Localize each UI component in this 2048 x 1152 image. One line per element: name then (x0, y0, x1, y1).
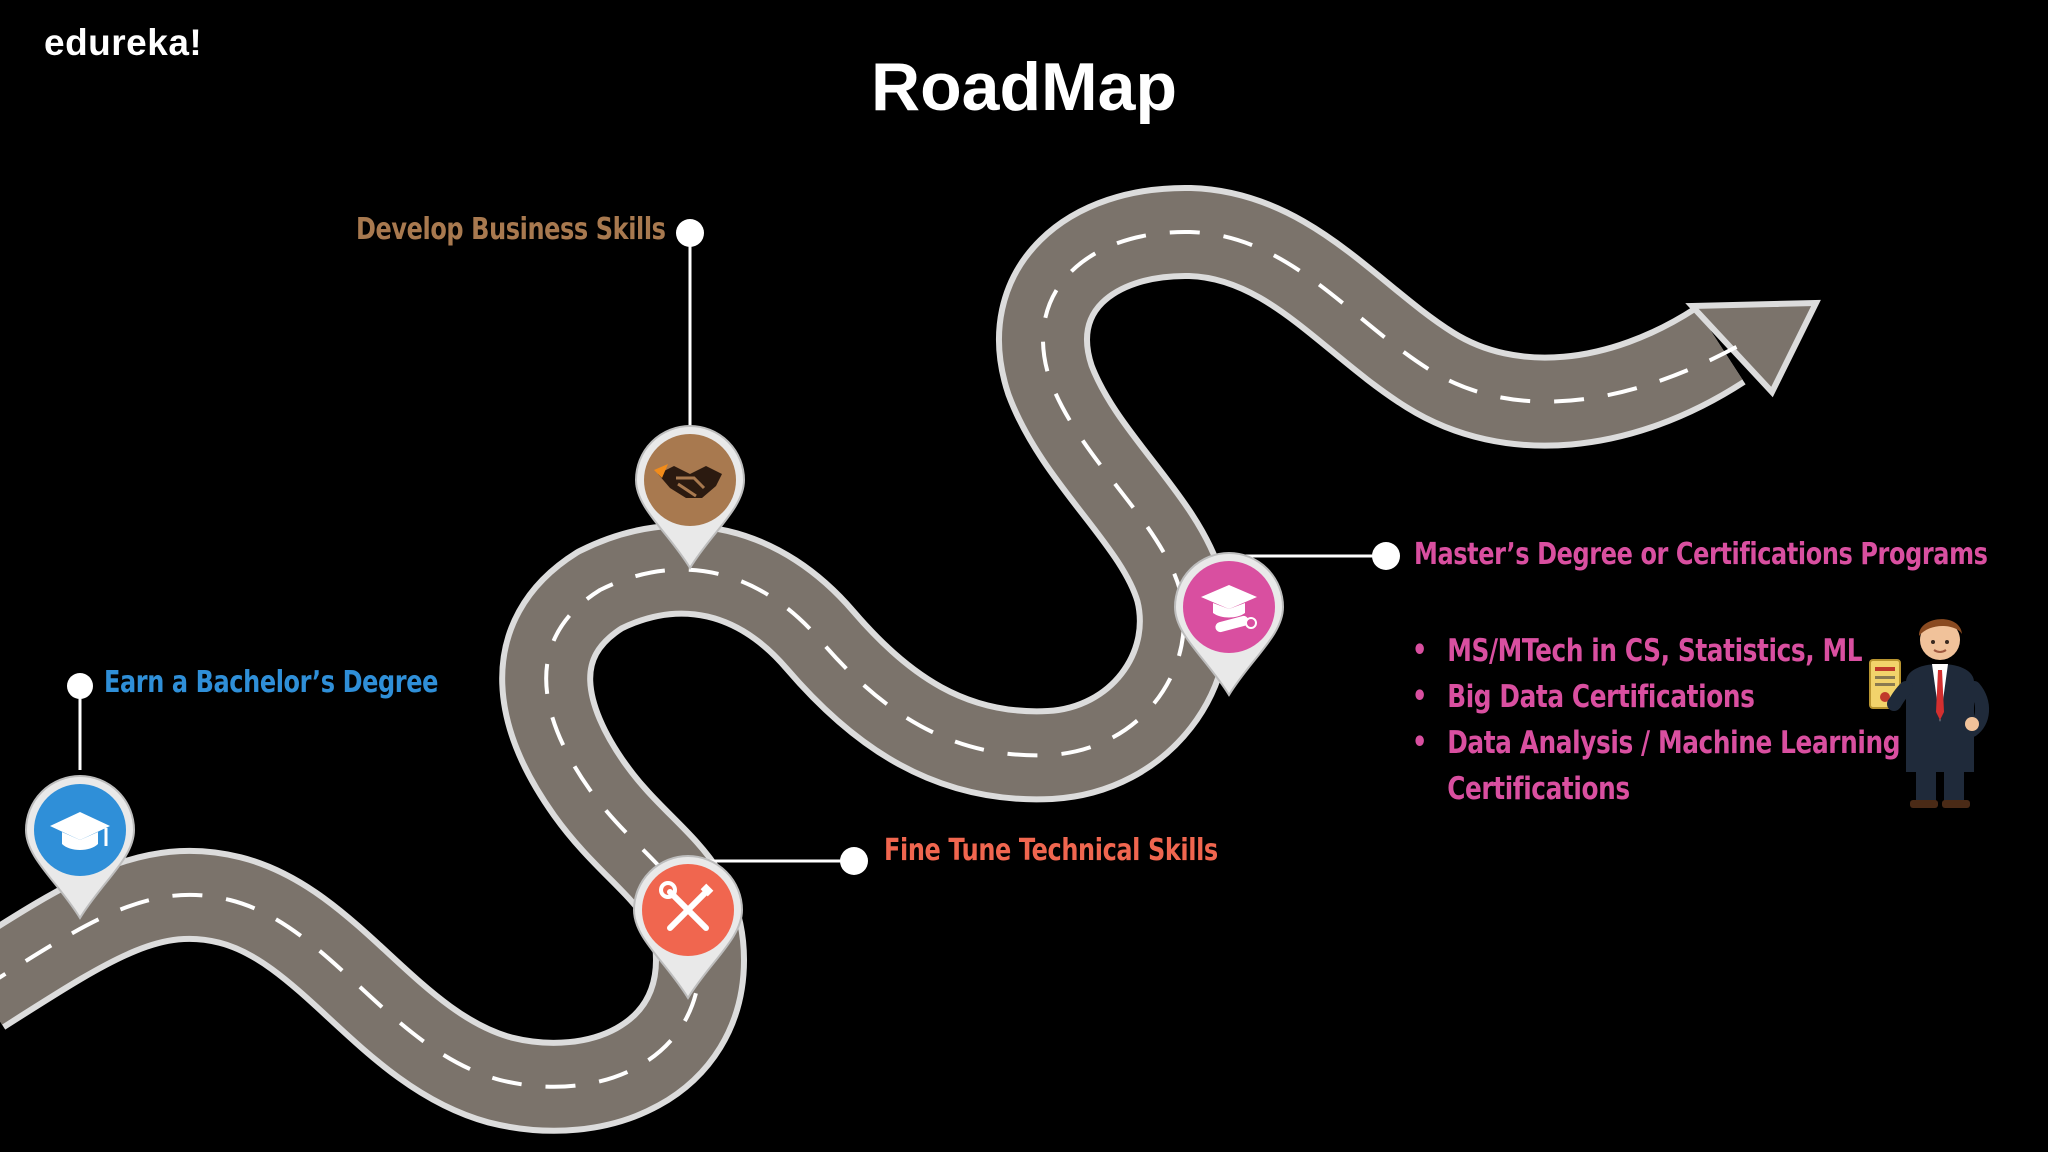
map-pin (1173, 552, 1285, 697)
map-pin (634, 425, 746, 570)
bullet-marker: • (1412, 679, 1427, 714)
bullet-text: Certifications (1447, 771, 1630, 807)
connector-dot-business (676, 219, 704, 247)
list-item: •Certifications (1412, 766, 1900, 812)
step-label-masters: Master’s Degree or Certifications Progra… (1414, 537, 1988, 572)
connector-dot-bachelor (67, 673, 93, 699)
list-item: • Data Analysis / Machine Learning (1412, 720, 1900, 766)
connector-dot-technical (840, 847, 868, 875)
tools-icon (659, 881, 714, 931)
bullet-text: Data Analysis / Machine Learning (1447, 725, 1901, 761)
businessman-with-certificate-icon (1869, 619, 1989, 808)
connectors (67, 219, 1400, 875)
graduation-cap-icon (50, 812, 110, 850)
handshake-icon (654, 464, 722, 498)
step-label-technical: Fine Tune Technical Skills (884, 833, 1218, 868)
road-lane-markings (0, 229, 1741, 1089)
masters-bullet-list: • MS/MTech in CS, Statistics, ML • Big Dat… (1412, 628, 1900, 812)
bullet-marker: • (1412, 633, 1427, 668)
list-item: • Big Data Certifications (1412, 674, 1900, 720)
cap-and-diploma-icon (1201, 585, 1257, 633)
step-label-business: Develop Business Skills (356, 212, 666, 247)
map-pin (632, 855, 744, 1000)
bullet-text: MS/MTech in CS, Statistics, ML (1447, 633, 1863, 669)
map-pins (24, 425, 1285, 1000)
map-pin (24, 775, 136, 920)
list-item: • MS/MTech in CS, Statistics, ML (1412, 628, 1900, 674)
bullet-marker: • (1412, 725, 1427, 760)
brand-logo: edureka! (44, 22, 203, 63)
road (0, 185, 1821, 1134)
connector-dot-masters (1372, 542, 1400, 570)
bullet-text: Big Data Certifications (1447, 679, 1755, 715)
step-label-bachelor: Earn a Bachelor’s Degree (104, 665, 438, 700)
page-title: RoadMap (871, 49, 1177, 125)
